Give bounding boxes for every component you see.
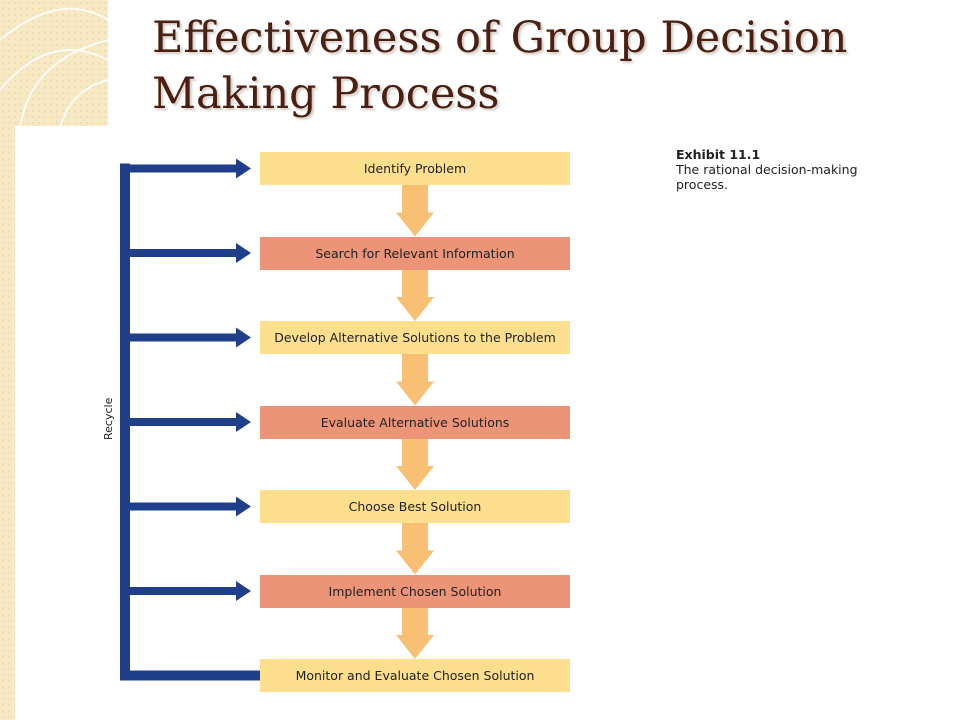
recycle-arrow-shaft [125, 164, 238, 173]
decision-process-diagram [120, 158, 434, 681]
recycle-arrow-shaft [125, 249, 238, 257]
down-arrow-icon [396, 269, 434, 321]
process-step: Identify Problem [260, 152, 570, 185]
recycle-arrow-icon [236, 581, 251, 601]
down-arrow-icon [396, 607, 434, 659]
down-arrow-icon [396, 523, 434, 575]
process-step: Develop Alternative Solutions to the Pro… [260, 321, 570, 354]
recycle-arrow-icon [236, 496, 251, 517]
recycle-arrow-shaft [125, 587, 238, 595]
recycle-arrow-icon [236, 243, 251, 263]
down-arrow-icon [396, 185, 434, 237]
process-step: Evaluate Alternative Solutions [260, 405, 570, 439]
recycle-label: Recycle [102, 397, 115, 440]
process-step: Monitor and Evaluate Chosen Solution [260, 659, 570, 692]
down-arrow-icon [396, 438, 434, 490]
slide-title: Effectiveness of Group Decision Making P… [152, 13, 848, 119]
exhibit-caption: Exhibit 11.1 The rational decision-makin… [676, 147, 916, 192]
recycle-arrow-icon [236, 412, 251, 432]
recycle-loop-connector [120, 670, 260, 681]
recycle-arrow-icon [236, 158, 251, 179]
process-step: Search for Relevant Information [260, 236, 570, 270]
decorative-swirl [0, 7, 109, 129]
down-arrow-icon [396, 354, 434, 406]
recycle-arrow-shaft [125, 502, 238, 511]
recycle-arrow-icon [236, 327, 251, 348]
recycle-arrow-shaft [125, 418, 238, 426]
recycle-arrow-shaft [125, 333, 238, 342]
process-step: Implement Chosen Solution [260, 574, 570, 608]
exhibit-caption-text: The rational decision-making process. [676, 162, 858, 192]
process-step: Choose Best Solution [260, 490, 570, 523]
exhibit-label: Exhibit 11.1 [676, 147, 761, 162]
